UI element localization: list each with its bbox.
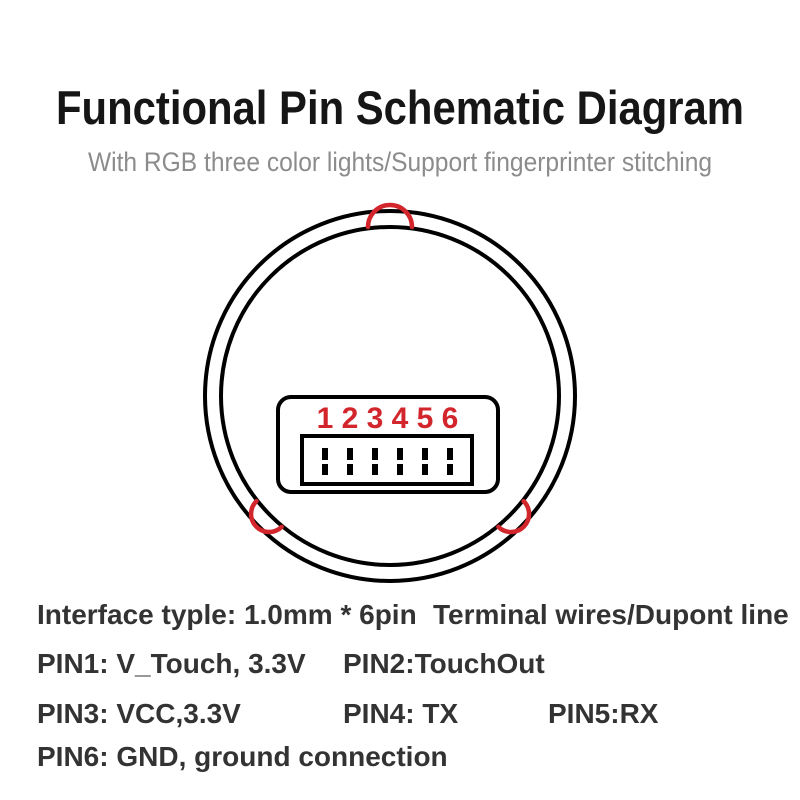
spec-line-pin1-pin2: PIN1: V_Touch, 3.3V PIN2:TouchOut — [37, 648, 797, 683]
pin-contact-2 — [347, 448, 353, 475]
pin-number-4: 4 — [392, 402, 409, 435]
pin-number-2: 2 — [342, 402, 359, 435]
pin6-spec-label: PIN6: GND, ground connection — [37, 741, 448, 772]
pin-contact-6 — [447, 448, 453, 475]
spec-line-pin6: PIN6: GND, ground connection — [37, 741, 797, 776]
interface-type-label: Interface typle: 1.0mm * 6pin — [37, 599, 417, 630]
pin-contact-4 — [397, 448, 403, 475]
spec-line-interface: Interface typle: 1.0mm * 6pin Terminal w… — [37, 599, 797, 634]
wire-type-label: Terminal wires/Dupont line — [433, 599, 789, 630]
sensor-outer-ring — [203, 209, 577, 583]
pin-contact-5 — [422, 448, 428, 475]
alignment-tab-bottom-right — [496, 498, 532, 535]
page-title: Functional Pin Schematic Diagram — [55, 81, 745, 134]
pin-number-6: 6 — [442, 402, 459, 435]
sensor-inner-ring — [219, 225, 561, 567]
pin2-spec-label: PIN2:TouchOut — [343, 648, 545, 679]
pin5-spec-label: PIN5:RX — [548, 698, 659, 729]
pin3-spec-label: PIN3: VCC,3.3V — [37, 698, 241, 729]
pin-number-5: 5 — [417, 402, 434, 435]
pin-number-3: 3 — [367, 402, 384, 435]
pin-contact-3 — [372, 448, 378, 475]
alignment-tab-top — [365, 202, 415, 230]
spec-line-pin3-pin4-pin5: PIN3: VCC,3.3V PIN4: TX PIN5:RX — [37, 698, 797, 733]
pin1-spec-label: PIN1: V_Touch, 3.3V — [37, 648, 306, 679]
page-subtitle: With RGB three color lights/Support fing… — [87, 147, 713, 177]
pin-contact-1 — [322, 448, 328, 475]
pin4-spec-label: PIN4: TX — [343, 698, 459, 729]
spec-list: Interface typle: 1.0mm * 6pin Terminal w… — [37, 0, 797, 800]
alignment-tab-bottom-left — [248, 498, 284, 535]
pin-number-1: 1 — [317, 402, 334, 435]
pin-header-outline — [300, 434, 474, 486]
